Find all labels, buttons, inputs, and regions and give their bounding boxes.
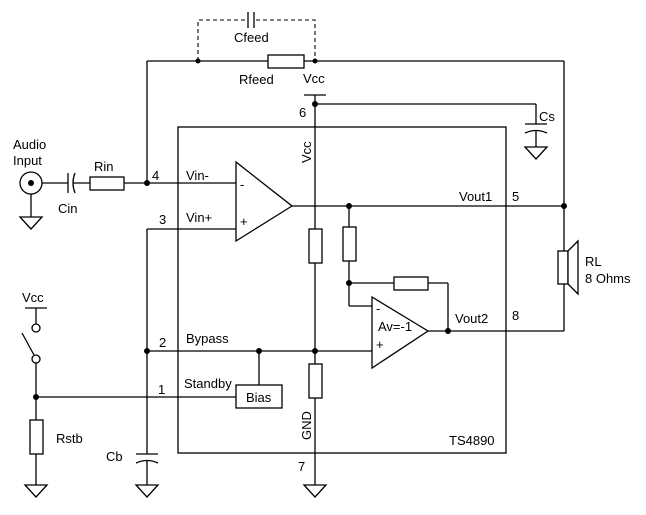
cb-capacitor <box>135 453 159 464</box>
pin-4-label: 4 <box>152 168 159 183</box>
vcc-top-label: Vcc <box>303 71 325 86</box>
ground-symbol-gnd <box>302 484 328 498</box>
standby-label: Standby <box>184 376 232 391</box>
pin-1-label: 1 <box>158 382 165 397</box>
audio-input-label-line1: Audio <box>13 137 46 152</box>
vin-minus-label: Vin- <box>186 168 209 183</box>
ground-symbol-rstb <box>23 484 49 498</box>
ground-symbol-jack <box>18 216 44 230</box>
vout1-label: Vout1 <box>459 189 492 204</box>
opamp-2 <box>371 295 430 370</box>
speaker-rl <box>557 206 579 296</box>
bypass-label: Bypass <box>186 331 229 346</box>
bypass-node-external <box>144 348 150 354</box>
gnd-label: GND <box>299 411 314 440</box>
standby-switch[interactable] <box>21 323 41 364</box>
opamp2-input-resistor <box>342 226 357 262</box>
opamp2-minus-sign: - <box>376 301 380 316</box>
opamp-1 <box>235 160 294 243</box>
opamp2-feedback-resistor <box>393 276 429 291</box>
vin-plus-label: Vin+ <box>186 210 212 225</box>
pin-2-label: 2 <box>159 335 166 350</box>
vcc-switch-label: Vcc <box>22 290 44 305</box>
rfeed-label: Rfeed <box>239 72 274 87</box>
pin-7-label: 7 <box>298 459 305 474</box>
internal-resistor-lower <box>308 363 323 399</box>
pin-8-label: 8 <box>512 308 519 323</box>
cs-label: Cs <box>539 109 555 124</box>
ground-symbol-cb <box>134 484 160 498</box>
cfeed-capacitor <box>247 12 255 28</box>
ic-package-outline <box>177 126 507 454</box>
audio-input-jack[interactable] <box>19 171 43 195</box>
pin-3-label: 3 <box>159 212 166 227</box>
bias-label: Bias <box>246 390 272 405</box>
cin-label: Cin <box>58 201 78 216</box>
pin-5-label: 5 <box>512 189 519 204</box>
cs-capacitor <box>524 123 548 134</box>
cfeed-dashed-wire-right <box>256 19 316 61</box>
ground-symbol-cs <box>523 146 549 160</box>
rl-ohms-label: 8 Ohms <box>585 271 631 286</box>
pin-6-label: 6 <box>299 105 306 120</box>
opamp2-plus-sign: + <box>376 337 384 352</box>
chip-name-label: TS4890 <box>449 433 495 448</box>
vout2-label: Vout2 <box>455 311 488 326</box>
rstb-resistor <box>29 419 44 455</box>
opamp1-minus-sign: - <box>240 177 244 192</box>
internal-resistor-upper <box>308 228 323 264</box>
opamp2-gain-label: Av=-1 <box>378 319 412 334</box>
vcc-internal-label: Vcc <box>299 141 314 163</box>
opamp1-plus-sign: + <box>240 214 248 229</box>
rstb-label: Rstb <box>56 431 83 446</box>
rfeed-resistor <box>267 54 305 69</box>
cfeed-dashed-wire-left <box>197 19 245 61</box>
audio-input-label-line2: Input <box>13 153 42 168</box>
rin-label: Rin <box>94 159 114 174</box>
cfeed-label: Cfeed <box>234 30 269 45</box>
vout2-node <box>445 328 451 334</box>
cb-label: Cb <box>106 449 123 464</box>
rl-label: RL <box>585 254 602 269</box>
rin-resistor <box>89 176 125 191</box>
